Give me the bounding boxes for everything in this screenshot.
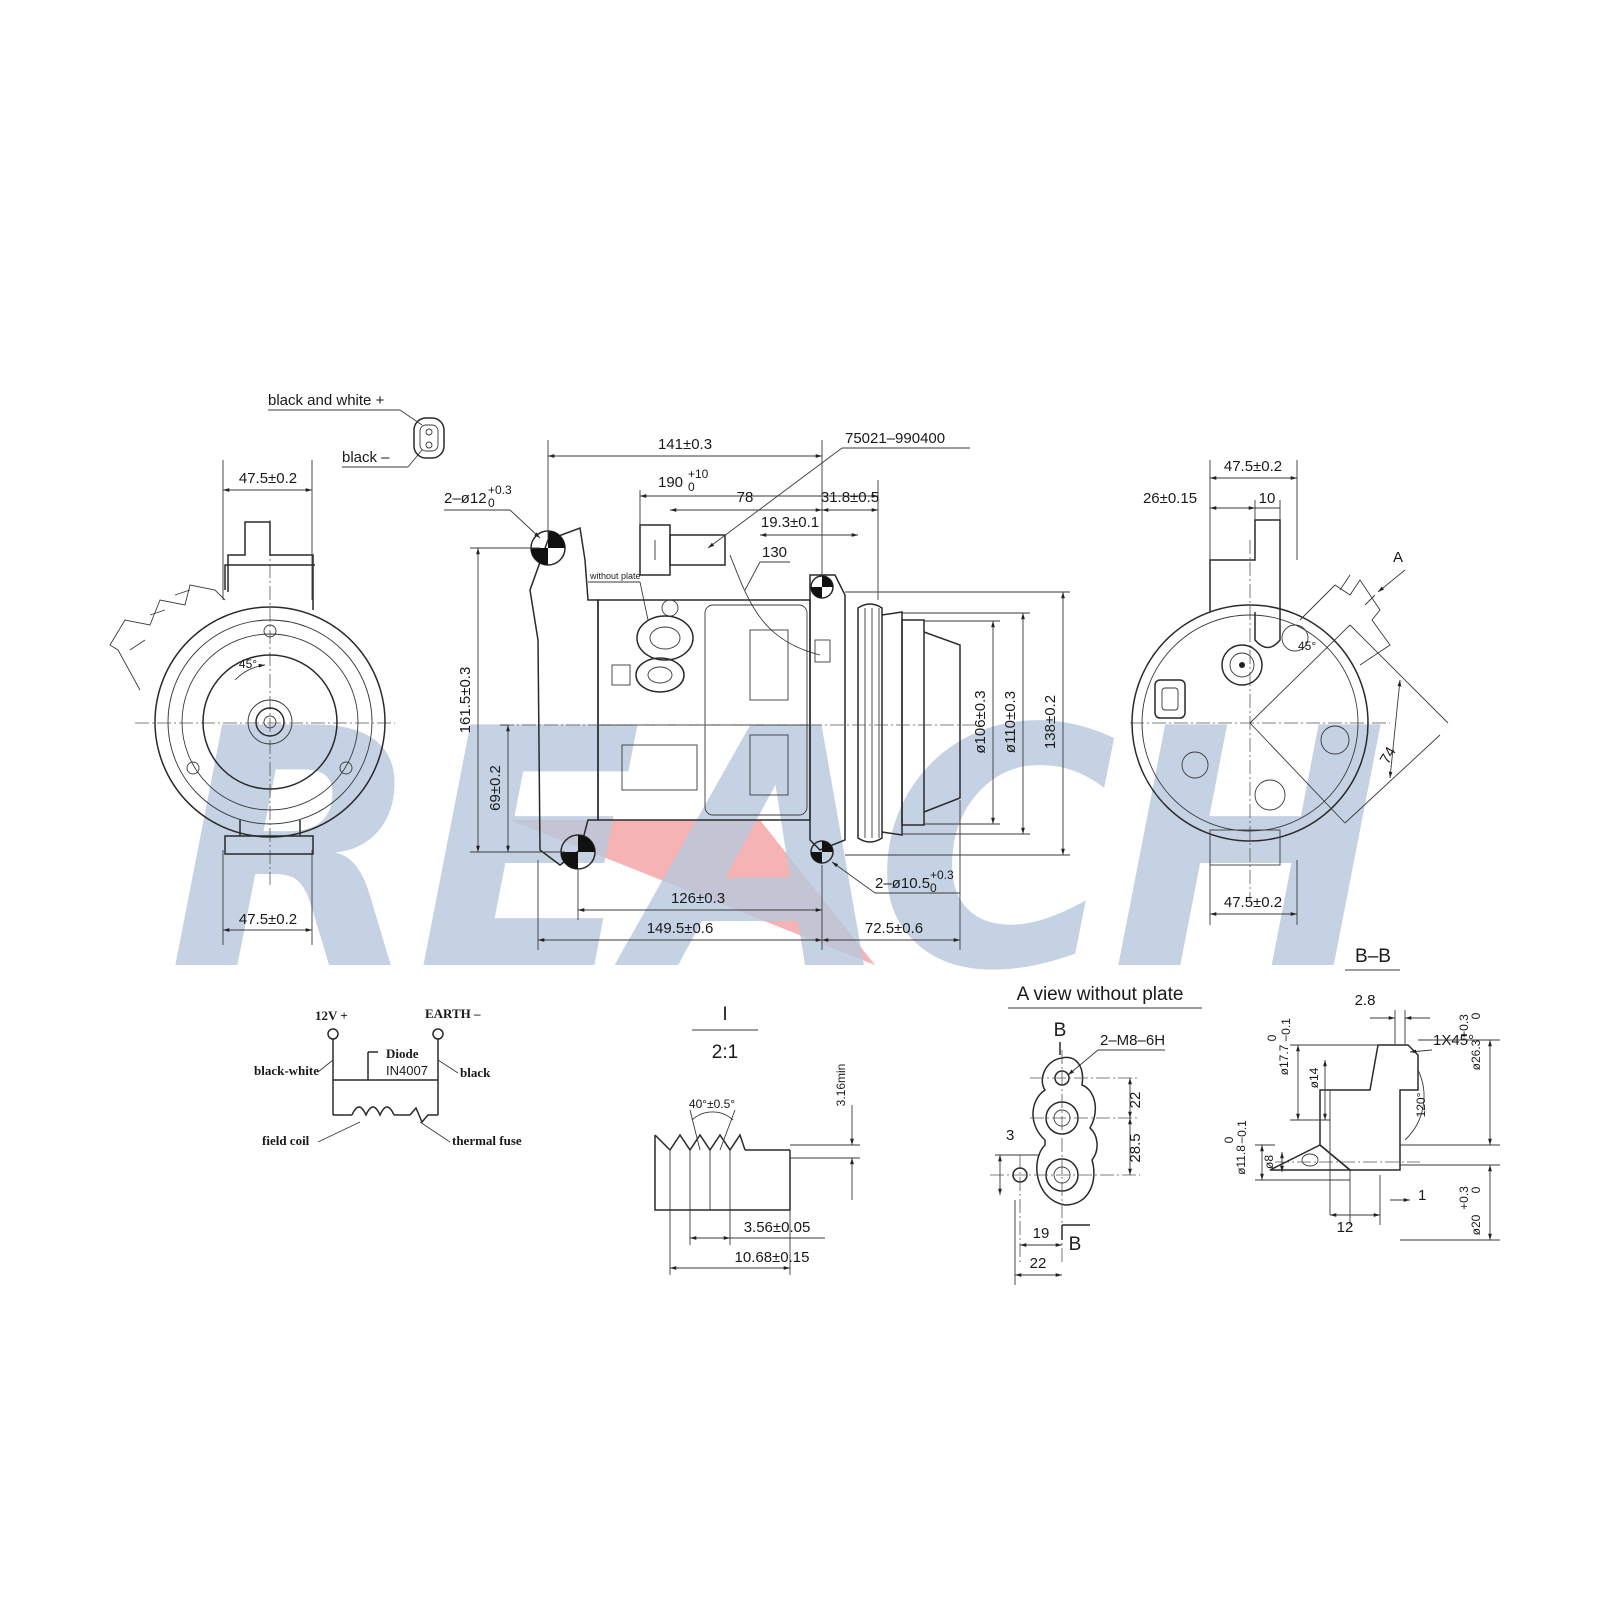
circuit-black: black bbox=[460, 1065, 491, 1080]
bb-26-3-tol-up: +0.3 bbox=[1457, 1014, 1471, 1038]
circuit-diode-model: IN4007 bbox=[386, 1063, 428, 1078]
dim-190: 190 bbox=[658, 474, 683, 491]
circuit-black-white: black-white bbox=[254, 1063, 319, 1078]
circuit-thermal-fuse: thermal fuse bbox=[452, 1133, 522, 1148]
dim-190-tol-low: 0 bbox=[688, 480, 695, 494]
side-view: 141±0.3 75021–990400 190 +10 0 78 31.8±0… bbox=[444, 430, 1070, 950]
dim-72-5: 72.5±0.6 bbox=[865, 920, 923, 937]
section-bb-title: B–B bbox=[1355, 946, 1391, 967]
without-plate-note: without plate bbox=[589, 571, 641, 581]
bb-26-3-tol-low: 0 bbox=[1469, 1012, 1483, 1019]
detail-i-label: I bbox=[722, 1004, 727, 1025]
dim-149-5: 149.5±0.6 bbox=[647, 920, 714, 937]
bb-1: 1 bbox=[1418, 1187, 1426, 1204]
rear-dim-47-top: 47.5±0.2 bbox=[1224, 458, 1282, 475]
bb-26-3: ø26.3 bbox=[1469, 1039, 1483, 1070]
bb-11-8-tol-up: 0 bbox=[1222, 1136, 1236, 1143]
rear-dim-26: 26±0.15 bbox=[1143, 490, 1197, 507]
connector-pinout: black and white + black – bbox=[268, 392, 445, 468]
circuit-diagram: 12V + EARTH – Diode IN4007 black-white b… bbox=[254, 1006, 522, 1148]
dim-78: 78 bbox=[737, 489, 754, 506]
dim-161-5: 161.5±0.3 bbox=[457, 667, 474, 734]
rear-dim-10: 10 bbox=[1259, 490, 1276, 507]
circuit-earth: EARTH – bbox=[425, 1006, 481, 1021]
bb-14: ø14 bbox=[1307, 1067, 1321, 1088]
section-bb: B–B 2.8 1X45° ø17.7 0 −0.1 ø14 ø26.3 +0.… bbox=[1222, 946, 1500, 1241]
front-top-dim: 47.5±0.2 bbox=[239, 470, 297, 487]
dim-130: 130 bbox=[762, 544, 787, 561]
hole-bot: 2–ø10.5 bbox=[875, 875, 930, 892]
rear-dim-47-bot: 47.5±0.2 bbox=[1224, 894, 1282, 911]
hole-top-tol-up: +0.3 bbox=[488, 483, 512, 497]
front-bottom-dim: 47.5±0.2 bbox=[239, 911, 297, 928]
dim-19-3: 19.3±0.1 bbox=[761, 514, 819, 531]
a-view: A view without plate B 2–M8–6H 22 28.5 3… bbox=[990, 984, 1202, 1285]
bb-17-7: ø17.7 bbox=[1277, 1044, 1291, 1075]
dim-126: 126±0.3 bbox=[671, 890, 725, 907]
circuit-12v: 12V + bbox=[315, 1008, 348, 1023]
a-view-3: 3 bbox=[1006, 1127, 1014, 1144]
a-view-b-bottom: B bbox=[1069, 1234, 1082, 1255]
detail-i-3-56: 3.56±0.05 bbox=[744, 1219, 811, 1236]
dim-69: 69±0.2 bbox=[487, 765, 504, 811]
rear-label-a: A bbox=[1393, 549, 1403, 566]
rear-view: 47.5±0.2 26±0.15 10 A 45° 74 47.5±0.2 bbox=[1130, 458, 1449, 925]
bb-12: 12 bbox=[1337, 1219, 1354, 1236]
a-view-title: A view without plate bbox=[1017, 984, 1184, 1005]
bb-20-tol-up: +0.3 bbox=[1457, 1186, 1471, 1210]
circuit-diode: Diode bbox=[386, 1046, 419, 1061]
a-view-thread: 2–M8–6H bbox=[1100, 1032, 1165, 1049]
a-view-28-5: 28.5 bbox=[1127, 1133, 1144, 1162]
dim-138: 138±0.2 bbox=[1042, 695, 1059, 749]
dim-141: 141±0.3 bbox=[658, 436, 712, 453]
bb-8: ø8 bbox=[1262, 1155, 1276, 1169]
detail-i-3-16: 3.16min bbox=[834, 1064, 848, 1107]
front-angle: 45° bbox=[239, 657, 257, 671]
dim-110: ø110±0.3 bbox=[1002, 691, 1019, 753]
a-view-22h: 22 bbox=[1030, 1255, 1047, 1272]
detail-i: I 2:1 40°±0.5° 3.16min 3.56±0.05 10.68±0… bbox=[654, 1004, 860, 1275]
part-number: 75021–990400 bbox=[845, 430, 945, 447]
bb-11-8: ø11.8 bbox=[1234, 1145, 1248, 1175]
bb-17-7-tol-up: 0 bbox=[1265, 1034, 1279, 1041]
bb-17-7-tol-low: −0.1 bbox=[1279, 1018, 1293, 1042]
circuit-field-coil: field coil bbox=[262, 1133, 310, 1148]
rear-dim-74: 74 bbox=[1377, 744, 1400, 767]
a-view-22v: 22 bbox=[1127, 1092, 1144, 1109]
connector-plus-label: black and white + bbox=[268, 392, 385, 409]
bb-20-tol-low: 0 bbox=[1469, 1186, 1483, 1193]
hole-bot-tol-low: 0 bbox=[930, 881, 937, 895]
bb-2-8: 2.8 bbox=[1355, 992, 1376, 1009]
connector-minus-label: black – bbox=[342, 449, 390, 466]
dim-190-tol-up: +10 bbox=[688, 467, 709, 481]
a-view-19: 19 bbox=[1033, 1225, 1050, 1242]
watermark-text: REACH bbox=[168, 659, 1384, 1043]
detail-i-10-68: 10.68±0.15 bbox=[735, 1249, 810, 1266]
bb-11-8-tol-low: −0.1 bbox=[1235, 1120, 1249, 1144]
front-view: 47.5±0.2 47.5±0.2 45° bbox=[109, 460, 395, 945]
detail-i-angle: 40°±0.5° bbox=[689, 1097, 735, 1111]
hole-top: 2–ø12 bbox=[444, 490, 487, 507]
bb-120: 120° bbox=[1414, 1092, 1428, 1117]
detail-i-scale: 2:1 bbox=[712, 1042, 738, 1063]
hole-top-tol-low: 0 bbox=[488, 496, 495, 510]
bb-20: ø20 bbox=[1469, 1214, 1483, 1235]
a-view-b-top: B bbox=[1054, 1020, 1067, 1041]
hole-bot-tol-up: +0.3 bbox=[930, 868, 954, 882]
reach-watermark: REACH bbox=[168, 659, 1390, 1043]
rear-angle: 45° bbox=[1298, 639, 1316, 653]
dim-106: ø106±0.3 bbox=[972, 690, 989, 753]
bb-chamfer: 1X45° bbox=[1433, 1032, 1474, 1049]
dim-31-8: 31.8±0.5 bbox=[821, 489, 879, 506]
